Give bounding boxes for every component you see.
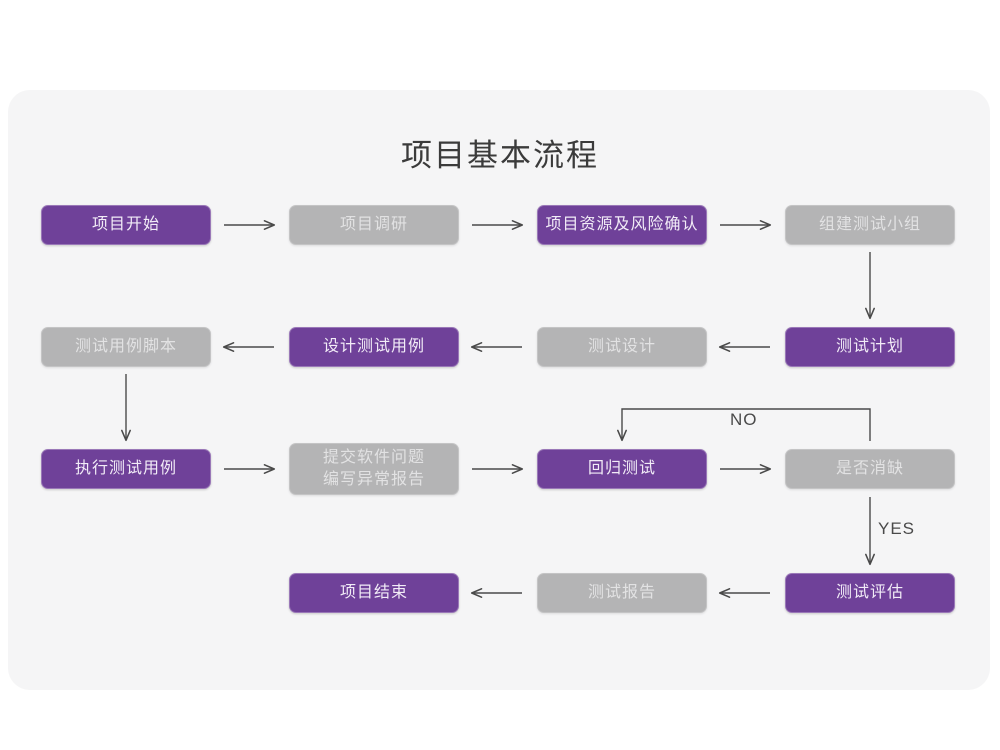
- node-build-test-team[interactable]: 组建测试小组: [785, 205, 955, 245]
- node-test-design[interactable]: 测试设计: [537, 327, 707, 367]
- node-design-test-case[interactable]: 设计测试用例: [289, 327, 459, 367]
- edge-label-no: NO: [730, 410, 758, 429]
- node-project-end[interactable]: 项目结束: [289, 573, 459, 613]
- edge-label-yes: YES: [878, 519, 916, 538]
- node-test-plan[interactable]: 测试计划: [785, 327, 955, 367]
- node-resource-risk-confirm[interactable]: 项目资源及风险确认: [537, 205, 707, 245]
- page-title: 项目基本流程: [401, 138, 599, 173]
- node-submit-issue-report[interactable]: 提交软件问题 编写异常报告: [289, 443, 459, 495]
- node-defect-resolved[interactable]: 是否消缺: [785, 449, 955, 489]
- node-regression-test[interactable]: 回归测试: [537, 449, 707, 489]
- node-test-case-script[interactable]: 测试用例脚本: [41, 327, 211, 367]
- node-project-research[interactable]: 项目调研: [289, 205, 459, 245]
- node-test-report[interactable]: 测试报告: [537, 573, 707, 613]
- node-project-start[interactable]: 项目开始: [41, 205, 211, 245]
- node-execute-test-case[interactable]: 执行测试用例: [41, 449, 211, 489]
- node-test-evaluation[interactable]: 测试评估: [785, 573, 955, 613]
